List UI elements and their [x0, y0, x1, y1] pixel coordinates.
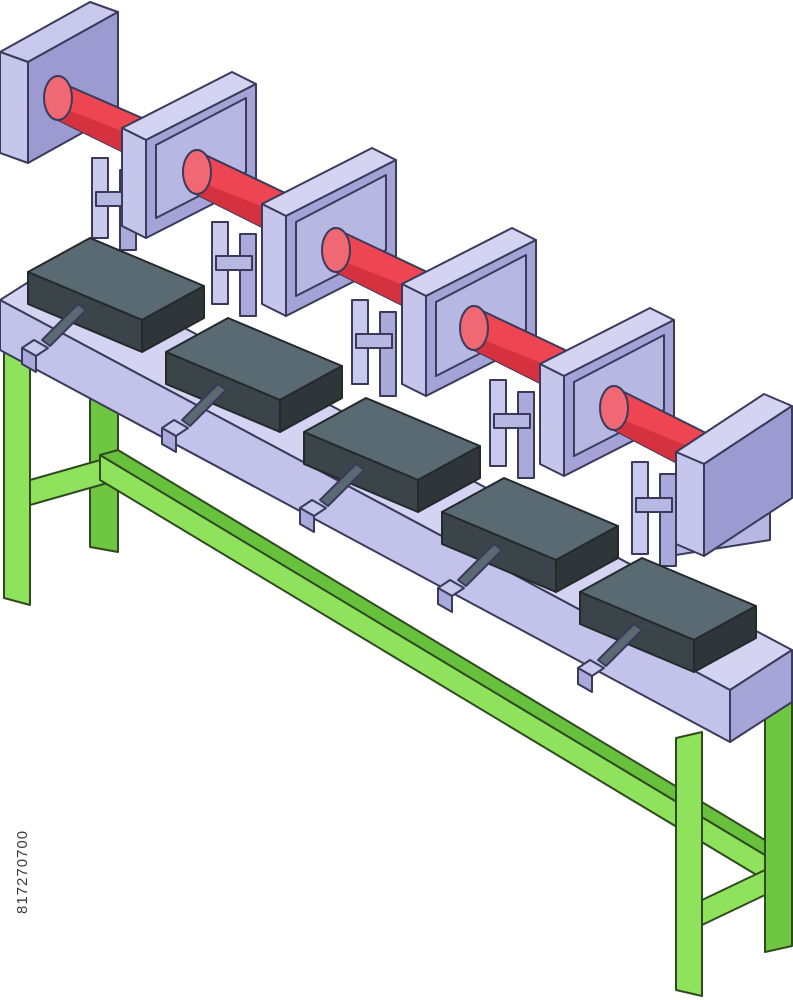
stock-id-label: 817270700 [14, 829, 31, 915]
press-pad-1 [21, 237, 205, 373]
press-pad-4 [437, 477, 619, 613]
press-pad-5 [577, 557, 757, 693]
front-left-leg [3, 341, 31, 606]
end-plate-right [675, 393, 793, 557]
bench-end [729, 649, 793, 743]
upright-3 [351, 299, 397, 397]
table-frame [3, 341, 793, 997]
back-right-leg [764, 681, 793, 953]
right-rail [701, 869, 766, 926]
press-pad-2 [161, 317, 343, 453]
front-right-leg [675, 731, 703, 997]
roller-assembly [43, 71, 793, 557]
upright-2 [211, 221, 257, 317]
upright-4 [489, 379, 535, 479]
press-pads [21, 237, 757, 693]
press-pad-3 [299, 397, 481, 533]
